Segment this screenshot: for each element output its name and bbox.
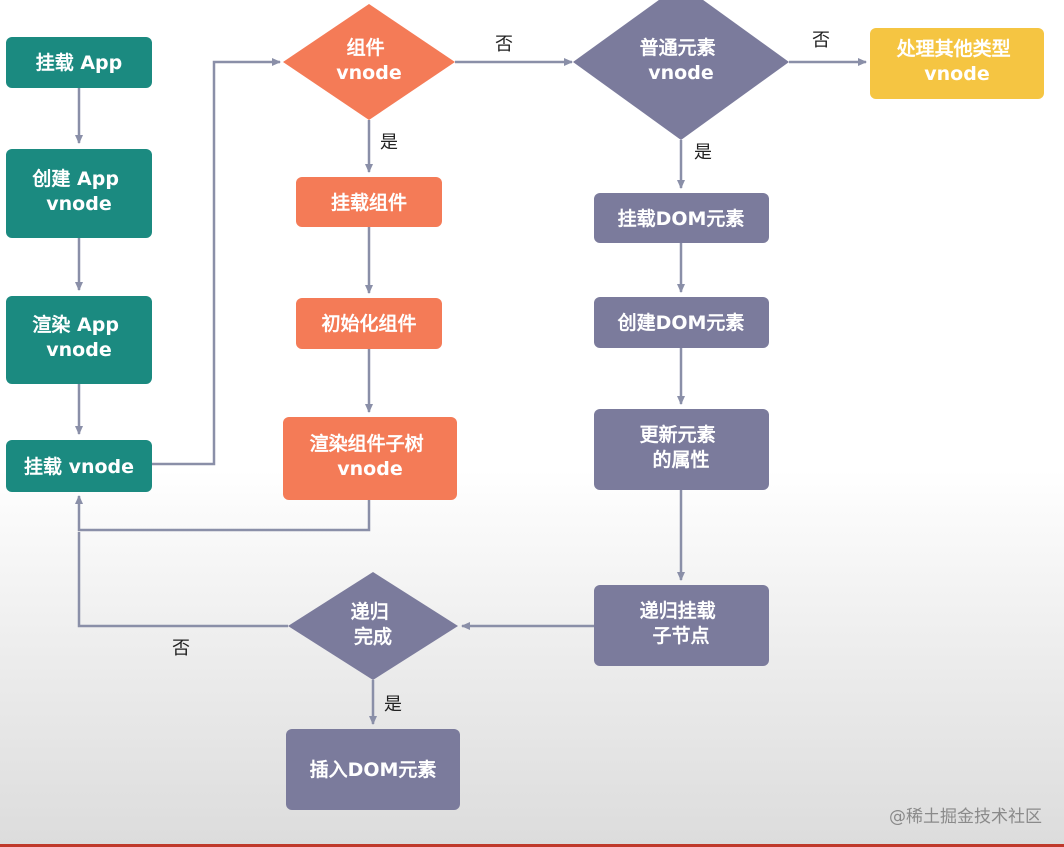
node-render-subtree: 渲染组件子树 vnode <box>283 417 457 500</box>
node-handle-other: 处理其他类型 vnode <box>870 28 1044 99</box>
svg-text:递归挂载 子节点: 递归挂载 子节点 <box>640 599 723 647</box>
edge-done-no <box>77 532 288 628</box>
svg-text:挂载DOM元素: 挂载DOM元素 <box>618 207 745 230</box>
label-element-yes: 是 <box>694 142 712 163</box>
node-insert-dom: 插入DOM元素 <box>286 729 460 810</box>
svg-text:处理其他类型 vnode: 处理其他类型 vnode <box>896 37 1018 85</box>
svg-text:初始化组件: 初始化组件 <box>321 312 416 335</box>
node-create-dom: 创建DOM元素 <box>594 297 769 348</box>
label-component-no: 否 <box>495 34 513 55</box>
decision-is-component-vnode: 组件 vnode <box>283 4 455 120</box>
bottom-bar <box>0 844 1064 847</box>
label-element-no: 否 <box>812 30 830 51</box>
svg-text:组件 vnode: 组件 vnode <box>336 36 401 84</box>
node-mount-component: 挂载组件 <box>296 177 442 227</box>
svg-text:渲染组件子树 vnode: 渲染组件子树 vnode <box>310 432 431 480</box>
svg-text:创建 App vnode: 创建 App vnode <box>31 167 125 215</box>
svg-text:挂载组件: 挂载组件 <box>331 191 407 214</box>
node-mount-app: 挂载 App <box>6 37 152 88</box>
svg-text:挂载 App: 挂载 App <box>36 51 123 74</box>
decision-is-element-vnode: 普通元素 vnode <box>573 0 789 140</box>
svg-text:更新元素 的属性: 更新元素 的属性 <box>640 423 723 471</box>
svg-text:递归 完成: 递归 完成 <box>351 600 396 648</box>
svg-text:渲染 App vnode: 渲染 App vnode <box>32 313 125 361</box>
svg-text:普通元素 vnode: 普通元素 vnode <box>640 36 723 84</box>
node-mount-vnode: 挂载 vnode <box>6 440 152 492</box>
node-create-app-vnode: 创建 App vnode <box>6 149 152 238</box>
label-done-yes: 是 <box>384 694 402 715</box>
node-mount-children: 递归挂载 子节点 <box>594 585 769 666</box>
svg-text:插入DOM元素: 插入DOM元素 <box>310 758 437 781</box>
watermark: @稀土掘金技术社区 <box>889 807 1042 827</box>
node-mount-dom: 挂载DOM元素 <box>594 193 769 243</box>
edge-subtree-back-to-mount-vnode <box>75 495 371 532</box>
node-init-component: 初始化组件 <box>296 298 442 349</box>
label-done-no: 否 <box>172 638 190 659</box>
svg-text:挂载 vnode: 挂载 vnode <box>24 455 134 478</box>
svg-text:创建DOM元素: 创建DOM元素 <box>617 311 745 334</box>
edge-mount-vnode-to-component-check <box>152 58 281 466</box>
node-render-app-vnode: 渲染 App vnode <box>6 296 152 384</box>
decision-recursion-done: 递归 完成 <box>288 572 458 680</box>
label-component-yes: 是 <box>380 132 398 153</box>
node-update-props: 更新元素 的属性 <box>594 409 769 490</box>
